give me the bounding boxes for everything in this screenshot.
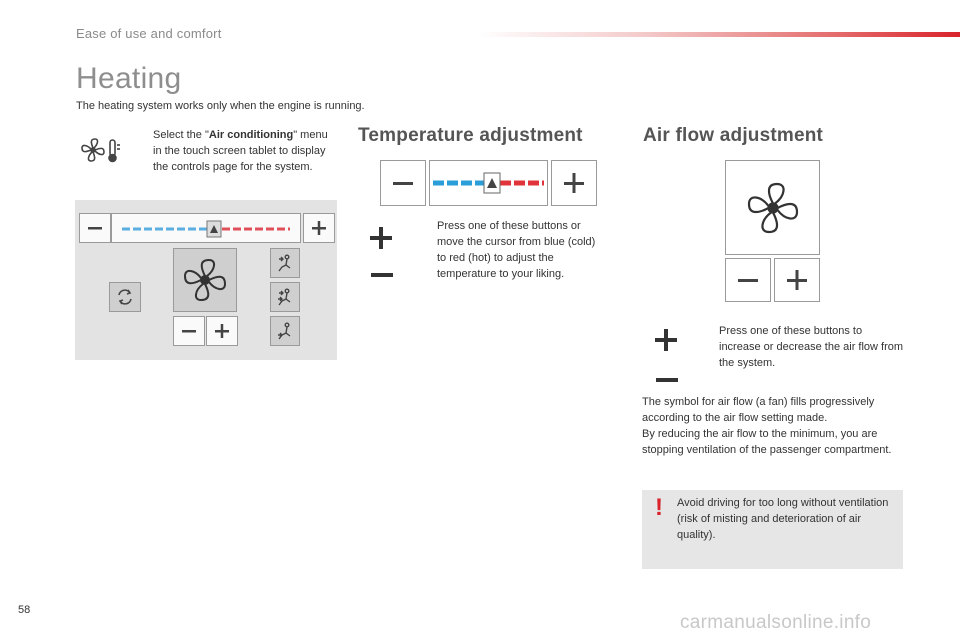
warning-text: Avoid driving for too long without venti… bbox=[677, 497, 889, 541]
select-step-text-post: " menu in the touch screen tablet to dis… bbox=[153, 129, 328, 173]
select-step-text-pre: Select the " bbox=[153, 129, 209, 141]
fan-decrease-button-illustration bbox=[725, 258, 771, 302]
minus-icon bbox=[371, 265, 393, 283]
warning-icon: ! bbox=[655, 494, 663, 521]
air-distribution-feet-button[interactable] bbox=[270, 316, 300, 346]
watermark: carmanualsonline.info bbox=[680, 612, 872, 633]
fan-speed-indicator bbox=[173, 248, 237, 312]
select-step-text-bold: Air conditioning bbox=[208, 129, 294, 141]
minus-icon bbox=[656, 370, 678, 388]
airflow-paragraph-2: By reducing the air flow to the minimum,… bbox=[642, 428, 892, 456]
fan-increase-button-illustration bbox=[774, 258, 820, 302]
section-header: Ease of use and comfort bbox=[76, 26, 222, 41]
page-intro: The heating system works only when the e… bbox=[76, 100, 365, 112]
header-accent-line bbox=[478, 32, 960, 37]
temperature-increase-button[interactable] bbox=[303, 213, 335, 243]
plus-icon bbox=[369, 226, 393, 255]
airflow-text: Press one of these buttons to increase o… bbox=[719, 325, 904, 369]
plus-icon bbox=[654, 328, 678, 357]
airflow-heading: Air flow adjustment bbox=[643, 125, 824, 146]
fan-decrease-button[interactable] bbox=[173, 316, 205, 346]
page-title: Heating bbox=[76, 62, 182, 95]
temperature-heading: Temperature adjustment bbox=[358, 125, 583, 146]
recirculation-button[interactable] bbox=[109, 282, 141, 312]
page-number: 58 bbox=[18, 604, 31, 616]
fan-increase-button[interactable] bbox=[206, 316, 238, 346]
select-step-text: Select the "Air conditioning" menu in th… bbox=[153, 127, 333, 175]
fan-icon-illustration bbox=[725, 160, 820, 255]
temperature-slider[interactable] bbox=[111, 213, 301, 243]
temperature-decrease-button[interactable] bbox=[79, 213, 111, 243]
air-distribution-face-button[interactable] bbox=[270, 248, 300, 278]
temperature-decrease-button-illustration bbox=[380, 160, 426, 206]
airflow-paragraph-1: The symbol for air flow (a fan) fills pr… bbox=[642, 396, 875, 424]
climate-control-panel bbox=[75, 200, 337, 360]
temperature-increase-button-illustration bbox=[551, 160, 597, 206]
air-distribution-face-feet-button[interactable] bbox=[270, 282, 300, 312]
warning-box bbox=[642, 490, 903, 569]
air-conditioning-menu-icon bbox=[80, 137, 124, 163]
temperature-text: Press one of these buttons or move the c… bbox=[437, 220, 596, 280]
temperature-slider-illustration bbox=[429, 160, 548, 206]
